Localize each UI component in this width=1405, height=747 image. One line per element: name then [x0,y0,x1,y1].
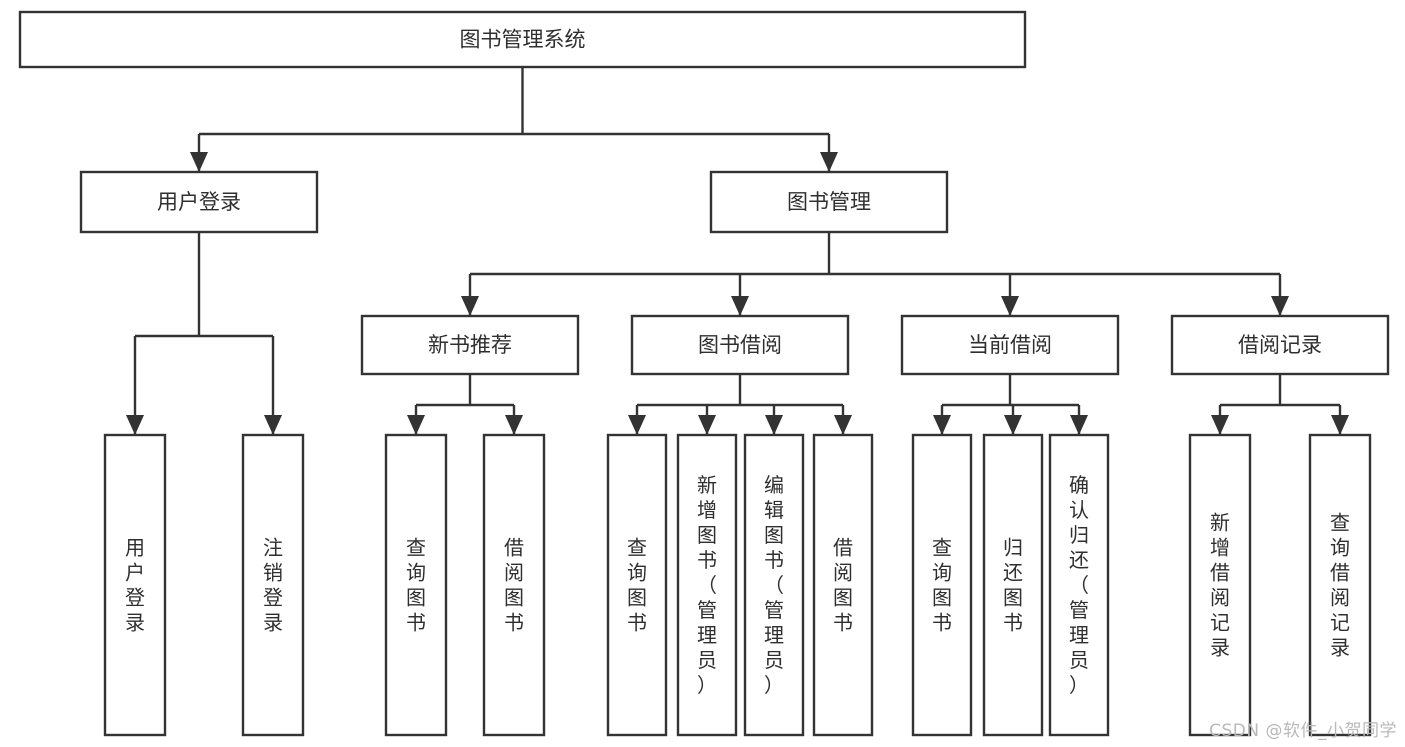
node-layer: 图书管理系统用户登录图书管理新书推荐图书借阅当前借阅借阅记录用户登录注销登录查询… [18,10,1390,737]
arrow-head-leaf-query-book-borrow [628,415,646,435]
arrow-head-leaf-add-borrow-record [1211,415,1229,435]
node-new-book-recommend[interactable]: 新书推荐 [360,314,580,376]
node-leaf-confirm-return-admin[interactable]: 确认归还（管理员） [1048,433,1110,737]
node-box-leaf-query-book-rec [384,433,448,737]
node-label-leaf-edit-book-admin: 编辑图书（管理员） [764,473,784,697]
node-label-borrow-records: 借阅记录 [1238,333,1322,357]
node-box-leaf-user-login [103,433,167,737]
node-box-leaf-borrow-book [812,433,874,737]
node-label-leaf-borrow-book-rec: 借阅图书 [504,536,524,635]
node-label-leaf-query-book-borrow: 查询图书 [627,536,647,635]
node-leaf-add-book-admin[interactable]: 新增图书（管理员） [676,433,738,737]
node-box-leaf-add-book-admin [676,433,738,737]
connector-layer [126,67,1349,435]
arrow-head-leaf-query-borrow-record [1331,415,1349,435]
arrow-head-leaf-edit-book-admin [765,415,783,435]
arrow-head-leaf-confirm-return-admin [1070,415,1088,435]
node-leaf-return-book[interactable]: 归还图书 [982,433,1044,737]
arrow-head-leaf-borrow-book-rec [505,415,523,435]
arrow-head-user-login [190,152,208,172]
arrow-head-book-borrow [731,296,749,316]
node-label-root: 图书管理系统 [460,28,586,52]
node-box-user-login [79,170,319,234]
arrow-head-leaf-return-book [1004,415,1022,435]
node-label-book-borrow: 图书借阅 [698,333,782,357]
node-box-borrow-records [1170,314,1390,376]
node-user-login[interactable]: 用户登录 [79,170,319,234]
node-label-user-login: 用户登录 [157,190,241,214]
node-box-leaf-query-borrow-record [1308,433,1372,737]
node-box-leaf-confirm-return-admin [1048,433,1110,737]
node-root[interactable]: 图书管理系统 [18,10,1027,69]
node-book-management[interactable]: 图书管理 [709,170,949,234]
node-leaf-logout[interactable]: 注销登录 [241,433,305,737]
node-box-new-book-recommend [360,314,580,376]
node-box-root [18,10,1027,69]
node-label-leaf-return-book: 归还图书 [1003,536,1023,635]
node-label-new-book-recommend: 新书推荐 [428,333,512,357]
node-label-leaf-logout: 注销登录 [263,536,283,635]
arrow-head-borrow-records [1271,296,1289,316]
arrow-head-leaf-user-login [126,415,144,435]
node-leaf-user-login[interactable]: 用户登录 [103,433,167,737]
arrow-head-leaf-query-book-rec [407,415,425,435]
node-box-leaf-return-book [982,433,1044,737]
node-borrow-records[interactable]: 借阅记录 [1170,314,1390,376]
node-box-current-borrow [900,314,1120,376]
node-box-leaf-logout [241,433,305,737]
node-leaf-query-borrow-record[interactable]: 查询借阅记录 [1308,433,1372,737]
arrow-head-book-management [820,152,838,172]
node-leaf-borrow-book[interactable]: 借阅图书 [812,433,874,737]
node-label-leaf-query-book-current: 查询图书 [932,536,952,635]
node-label-leaf-add-borrow-record: 新增借阅记录 [1210,511,1230,660]
node-box-book-borrow [630,314,850,376]
arrow-head-leaf-query-book-current [933,415,951,435]
node-label-current-borrow: 当前借阅 [968,333,1052,357]
node-leaf-query-book-rec[interactable]: 查询图书 [384,433,448,737]
node-box-leaf-add-borrow-record [1188,433,1252,737]
node-leaf-borrow-book-rec[interactable]: 借阅图书 [482,433,546,737]
arrow-head-leaf-borrow-book [834,415,852,435]
node-box-leaf-borrow-book-rec [482,433,546,737]
node-label-leaf-confirm-return-admin: 确认归还（管理员） [1069,473,1089,697]
node-label-leaf-query-borrow-record: 查询借阅记录 [1330,511,1350,660]
node-box-leaf-query-book-borrow [606,433,668,737]
node-leaf-add-borrow-record[interactable]: 新增借阅记录 [1188,433,1252,737]
node-label-leaf-add-book-admin: 新增图书（管理员） [697,473,717,697]
node-label-leaf-borrow-book: 借阅图书 [833,536,853,635]
node-label-leaf-query-book-rec: 查询图书 [406,536,426,635]
arrow-head-current-borrow [1001,296,1019,316]
arrow-head-leaf-add-book-admin [698,415,716,435]
node-book-borrow[interactable]: 图书借阅 [630,314,850,376]
node-box-leaf-edit-book-admin [743,433,805,737]
node-leaf-query-book-current[interactable]: 查询图书 [911,433,973,737]
node-label-book-management: 图书管理 [787,190,871,214]
node-current-borrow[interactable]: 当前借阅 [900,314,1120,376]
node-leaf-edit-book-admin[interactable]: 编辑图书（管理员） [743,433,805,737]
node-box-leaf-query-book-current [911,433,973,737]
node-label-leaf-user-login: 用户登录 [125,536,145,635]
arrow-head-leaf-logout [264,415,282,435]
node-leaf-query-book-borrow[interactable]: 查询图书 [606,433,668,737]
node-box-book-management [709,170,949,234]
arrow-head-new-book-recommend [461,296,479,316]
